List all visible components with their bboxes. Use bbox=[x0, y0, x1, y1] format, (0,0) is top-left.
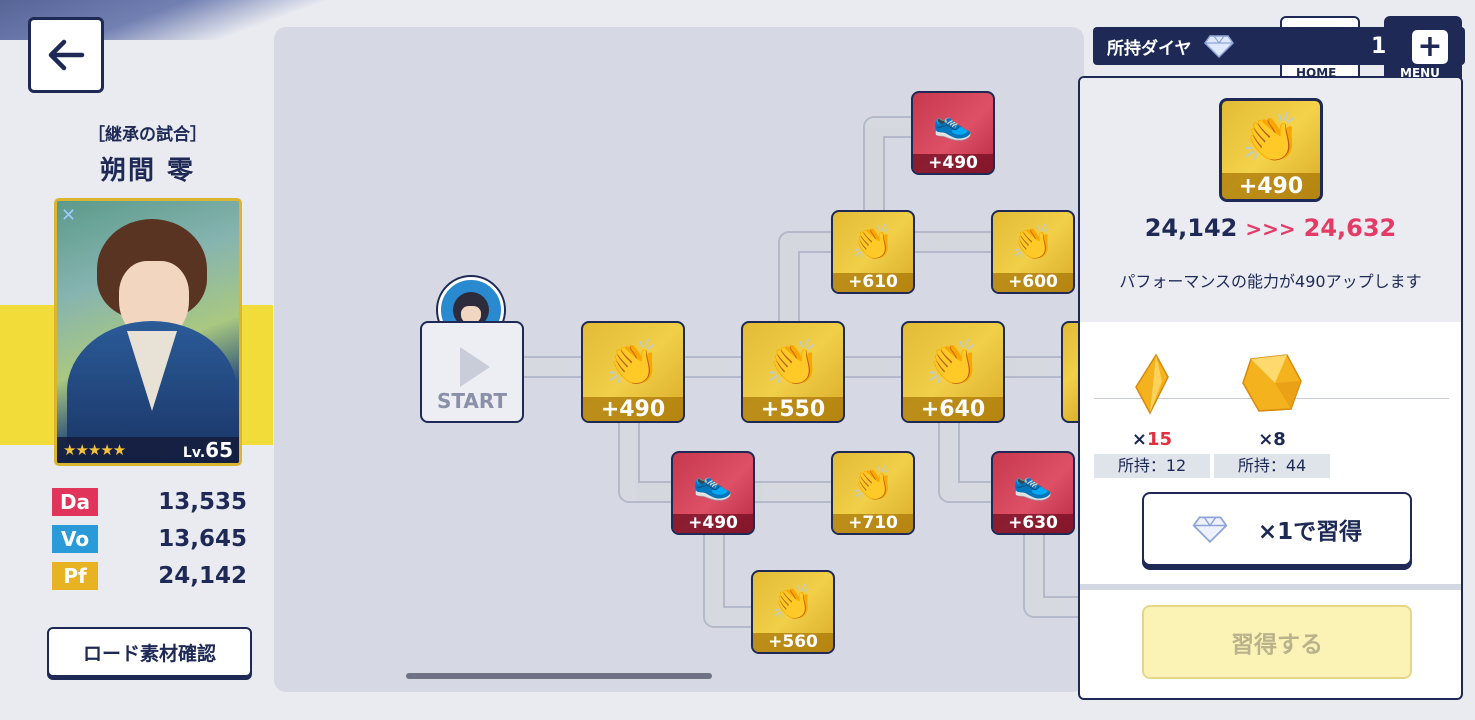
stat-change-row: 24,142 >>> 24,632 bbox=[1080, 214, 1461, 242]
sneaker-icon: 👟 bbox=[1013, 464, 1053, 503]
clap-hands-icon: 👏 bbox=[925, 337, 981, 389]
large-gem-icon bbox=[1242, 354, 1302, 412]
sneaker-icon: 👟 bbox=[693, 464, 733, 503]
skill-node[interactable]: 👏 +560 bbox=[751, 570, 835, 654]
unit-type-label: ［継承の試合］ bbox=[88, 125, 207, 145]
start-label: START bbox=[436, 389, 508, 413]
menu-label: MENU bbox=[1400, 66, 1440, 80]
node-value: +600 bbox=[993, 272, 1073, 292]
rarity-stars-icon: ★★★★★ bbox=[63, 441, 126, 459]
action-separator bbox=[1080, 584, 1461, 590]
diamond-count: 1 bbox=[1371, 33, 1387, 59]
clap-hands-icon: 👏 bbox=[1011, 223, 1055, 264]
node-value: +610 bbox=[833, 272, 913, 292]
node-value: +640 bbox=[903, 397, 1003, 421]
clap-hands-icon: 👏 bbox=[605, 337, 661, 389]
diamond-icon bbox=[1192, 516, 1228, 543]
stat-row-vo: Vo 13,645 bbox=[52, 524, 247, 554]
stat-row-pf: Pf 24,142 bbox=[52, 561, 247, 591]
node-value: +630 bbox=[993, 513, 1073, 533]
node-value: +710 bbox=[833, 513, 913, 533]
node-value: +560 bbox=[753, 632, 833, 652]
learn-with-diamond-label: ×1で習得 bbox=[1257, 519, 1363, 545]
skill-detail-panel: 👏 +490 24,142 >>> 24,632 パフォーマンスの能力が490アップ… bbox=[1078, 76, 1463, 700]
clap-hands-icon: 👏 bbox=[771, 583, 815, 624]
back-button[interactable] bbox=[28, 17, 104, 93]
learn-button[interactable]: 習得する bbox=[1142, 605, 1412, 679]
stat-value-da: 13,535 bbox=[158, 489, 247, 515]
map-scrollbar[interactable] bbox=[406, 673, 712, 679]
stat-row-da: Da 13,535 bbox=[52, 487, 247, 517]
card-level: Lv.65 bbox=[182, 438, 233, 462]
material-item: ×15 所持：12 bbox=[1094, 353, 1210, 478]
learn-with-diamond-button[interactable]: ×1で習得 bbox=[1142, 492, 1412, 566]
road-connectors bbox=[522, 116, 1084, 628]
node-value: +490 bbox=[913, 153, 993, 173]
selected-skill-icon: 👏 +490 bbox=[1219, 98, 1323, 202]
road-material-button[interactable]: ロード素材確認 bbox=[47, 627, 252, 677]
material-owned: 所持：12 bbox=[1094, 454, 1210, 478]
stat-from: 24,142 bbox=[1144, 214, 1238, 242]
node-value: +490 bbox=[583, 397, 683, 421]
clap-hands-icon: 👏 bbox=[765, 337, 821, 389]
skill-description: パフォーマンスの能力が490アップします bbox=[1119, 272, 1422, 291]
character-name: 朔間 零 bbox=[99, 156, 196, 186]
skill-node[interactable]: 👏 +550 bbox=[741, 321, 845, 423]
attribute-icon: ✕ bbox=[61, 205, 77, 226]
node-value: +550 bbox=[743, 397, 843, 421]
arrow-left-icon bbox=[48, 39, 85, 71]
home-label: HOME bbox=[1296, 66, 1337, 80]
material-need: ×15 bbox=[1131, 429, 1173, 450]
skill-road-map[interactable]: START 👏 +490 👏 +550 👏 +640 👏 +610 👟 +490… bbox=[274, 27, 1084, 692]
clap-hands-icon: 👏 bbox=[851, 464, 895, 505]
skill-node[interactable]: 👏 +610 bbox=[831, 210, 915, 294]
selected-skill-value: +490 bbox=[1222, 173, 1320, 199]
character-card[interactable]: ✕ ★★★★★ Lv.65 bbox=[54, 198, 242, 466]
skill-node[interactable]: 👟 +490 bbox=[671, 451, 755, 535]
stat-to: 24,632 bbox=[1303, 214, 1397, 242]
skill-node[interactable]: 👏 +640 bbox=[901, 321, 1005, 423]
skill-node[interactable]: 👟 +630 bbox=[991, 451, 1075, 535]
diamond-label: 所持ダイヤ bbox=[1107, 38, 1192, 59]
sneaker-icon: 👟 bbox=[933, 104, 973, 143]
material-owned: 所持：44 bbox=[1214, 454, 1330, 478]
stat-badge-vo: Vo bbox=[52, 525, 98, 553]
start-node[interactable]: START bbox=[420, 321, 524, 423]
stat-value-pf: 24,142 bbox=[158, 563, 247, 589]
stat-badge-pf: Pf bbox=[52, 562, 98, 590]
stat-value-vo: 13,645 bbox=[158, 526, 247, 552]
diamond-icon bbox=[1203, 35, 1234, 58]
small-gem-icon bbox=[1135, 353, 1169, 415]
material-item: ×8 所持：44 bbox=[1214, 353, 1330, 478]
material-need: ×8 bbox=[1258, 429, 1286, 450]
add-diamond-button[interactable]: + bbox=[1412, 30, 1448, 64]
skill-node[interactable]: 👟 +490 bbox=[911, 91, 995, 175]
increase-arrows-icon: >>> bbox=[1245, 217, 1296, 241]
stat-badge-da: Da bbox=[52, 488, 98, 516]
node-value: +490 bbox=[673, 513, 753, 533]
diamond-counter: 所持ダイヤ 1 bbox=[1093, 27, 1465, 65]
clap-hands-icon: 👏 bbox=[1241, 110, 1301, 166]
card-info-bar: ★★★★★ Lv.65 bbox=[57, 437, 239, 463]
play-icon bbox=[460, 347, 490, 387]
skill-node[interactable]: 👏 +600 bbox=[991, 210, 1075, 294]
skill-node[interactable]: 👏 +710 bbox=[831, 451, 915, 535]
skill-node[interactable]: 👏 +490 bbox=[581, 321, 685, 423]
clap-hands-icon: 👏 bbox=[851, 223, 895, 264]
